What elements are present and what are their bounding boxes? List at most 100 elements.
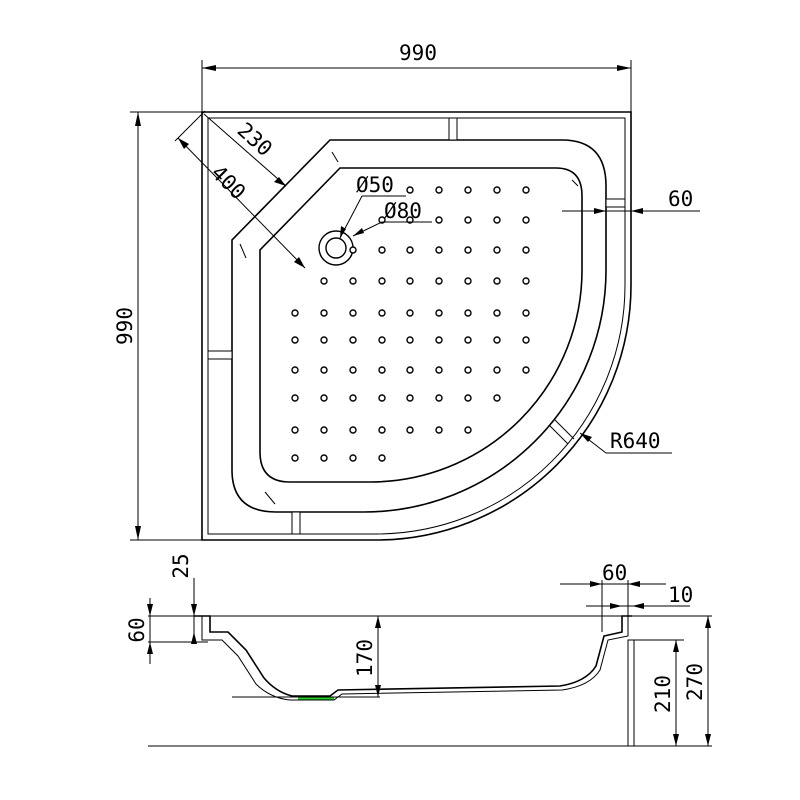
anti-slip-dot xyxy=(349,246,357,254)
dim-d50-label: Ø50 xyxy=(356,173,394,197)
anti-slip-dot xyxy=(349,366,357,374)
anti-slip-dot xyxy=(349,336,357,344)
anti-slip-dot xyxy=(493,394,501,402)
anti-slip-dot xyxy=(349,426,357,434)
anti-slip-dot xyxy=(493,186,501,194)
anti-slip-dot xyxy=(464,366,472,374)
anti-slip-dot xyxy=(378,426,386,434)
arrow xyxy=(705,734,711,746)
rim-tick xyxy=(571,179,579,187)
anti-slip-dot xyxy=(378,336,386,344)
anti-slip-dot xyxy=(406,366,414,374)
arrow xyxy=(705,616,711,628)
dim-60-left-label: 60 xyxy=(125,617,149,642)
anti-slip-dot xyxy=(349,454,357,462)
arrow xyxy=(202,65,216,71)
anti-slip-dot xyxy=(493,309,501,317)
rim-tick xyxy=(264,491,276,505)
anti-slip-dot xyxy=(435,336,443,344)
anti-slip-dot xyxy=(435,186,443,194)
anti-slip-dot xyxy=(464,186,472,194)
anti-slip-dot xyxy=(349,277,357,285)
arrow xyxy=(191,632,197,644)
arrow xyxy=(147,604,153,616)
arrow xyxy=(590,581,602,587)
anti-slip-dot xyxy=(291,454,299,462)
ext-line xyxy=(174,110,206,142)
arrow xyxy=(610,603,622,609)
anti-slip-dot xyxy=(464,277,472,285)
anti-slip-dot xyxy=(522,246,530,254)
rib-right xyxy=(605,198,626,208)
anti-slip-dot xyxy=(435,394,443,402)
arrow xyxy=(274,177,286,186)
anti-slip-dot xyxy=(493,277,501,285)
dim-10-label: 10 xyxy=(668,583,693,607)
rib-top xyxy=(448,117,458,141)
anti-slip-dot xyxy=(320,309,328,317)
arrow xyxy=(178,138,189,149)
top-view: 990 990 230 400 Ø50 Ø80 60 xyxy=(113,41,700,541)
rib-arc xyxy=(548,424,569,445)
arrow xyxy=(594,208,606,214)
arrow xyxy=(631,208,643,214)
anti-slip-dot xyxy=(406,246,414,254)
arrow xyxy=(191,604,197,616)
anti-slip-dot xyxy=(493,246,501,254)
anti-slip-dot xyxy=(435,366,443,374)
anti-slip-dot xyxy=(291,366,299,374)
anti-slip-dot xyxy=(493,216,501,224)
anti-slip-dot xyxy=(349,309,357,317)
dim-25-label: 25 xyxy=(169,553,193,578)
arrow xyxy=(617,65,631,71)
anti-slip-dot xyxy=(464,426,472,434)
anti-slip-dot xyxy=(349,394,357,402)
rim-tick xyxy=(239,243,247,259)
dim-depth-label: 990 xyxy=(113,307,137,345)
dim-210-label: 210 xyxy=(651,675,675,713)
anti-slip-dot xyxy=(435,309,443,317)
arrow xyxy=(147,642,153,654)
dim-230-label: 230 xyxy=(233,118,277,161)
arrow xyxy=(632,603,644,609)
anti-slip-dot xyxy=(435,246,443,254)
anti-slip-dot xyxy=(464,309,472,317)
anti-slip-dot xyxy=(320,366,328,374)
rim-tick xyxy=(331,151,339,163)
basin-outline xyxy=(259,167,583,483)
dim-width-label: 990 xyxy=(399,41,437,65)
dim-170-label: 170 xyxy=(353,639,377,677)
anti-slip-dot xyxy=(493,366,501,374)
rib-left xyxy=(207,350,233,360)
anti-slip-dot xyxy=(406,309,414,317)
anti-slip-dot xyxy=(406,394,414,402)
dim-400-label: 400 xyxy=(206,161,250,205)
dim-270-label: 270 xyxy=(683,663,707,701)
anti-slip-dot xyxy=(291,394,299,402)
anti-slip-dot xyxy=(378,394,386,402)
arrow xyxy=(375,616,381,628)
rib-arc-2 xyxy=(554,419,575,440)
anti-slip-dot xyxy=(378,277,386,285)
anti-slip-dot xyxy=(522,216,530,224)
tray-section-inner xyxy=(201,616,629,701)
support-leg xyxy=(627,639,635,747)
anti-slip-dot xyxy=(320,394,328,402)
arrow xyxy=(673,640,679,652)
anti-slip-dot xyxy=(464,216,472,224)
anti-slip-dot-grid xyxy=(291,186,530,462)
drain-inner-ring xyxy=(325,237,347,259)
arrow xyxy=(673,734,679,746)
anti-slip-dot xyxy=(291,426,299,434)
tray-outer-outline xyxy=(201,111,632,541)
anti-slip-dot xyxy=(522,309,530,317)
anti-slip-dot xyxy=(522,366,530,374)
anti-slip-dot xyxy=(464,336,472,344)
arrow xyxy=(340,226,346,238)
anti-slip-dot xyxy=(406,426,414,434)
arrow xyxy=(294,257,305,268)
arrow xyxy=(135,112,141,126)
arrow xyxy=(628,581,640,587)
tray-section-outer xyxy=(194,615,632,697)
